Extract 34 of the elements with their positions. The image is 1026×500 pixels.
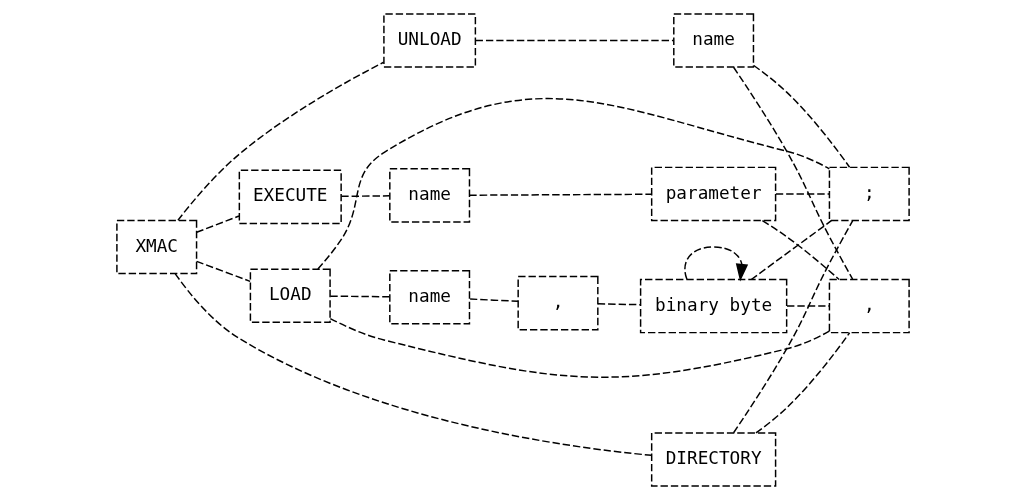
node-box: EXECUTE (238, 169, 342, 225)
connector (732, 220, 854, 434)
connector (469, 298, 519, 303)
connector (775, 193, 830, 195)
connector (732, 66, 854, 280)
connector (761, 219, 840, 281)
node-box: XMAC (116, 219, 198, 275)
connector (195, 215, 240, 233)
connector (474, 39, 675, 42)
connector (174, 273, 653, 457)
node-box: , (828, 278, 910, 334)
node-box: parameter (650, 166, 777, 222)
arrow (684, 246, 749, 282)
node-box: LOAD (249, 268, 331, 324)
connector (468, 193, 653, 196)
node-box: binary byte (639, 278, 788, 334)
node-box: name (389, 269, 471, 325)
connector (329, 317, 831, 378)
connector (755, 332, 851, 434)
connector (753, 64, 851, 168)
connector (195, 260, 251, 283)
node-box: name (673, 13, 755, 68)
node-box: DIRECTORY (650, 432, 777, 487)
node-box: name (389, 168, 471, 223)
connector (329, 295, 391, 298)
node-box: UNLOAD (383, 13, 477, 68)
connector (340, 195, 391, 198)
connector (317, 97, 831, 270)
connector (750, 220, 833, 281)
node-box: , (517, 275, 599, 331)
connector (597, 303, 642, 306)
connector (786, 305, 830, 307)
node-box: ; (828, 166, 910, 222)
connector (177, 61, 385, 221)
